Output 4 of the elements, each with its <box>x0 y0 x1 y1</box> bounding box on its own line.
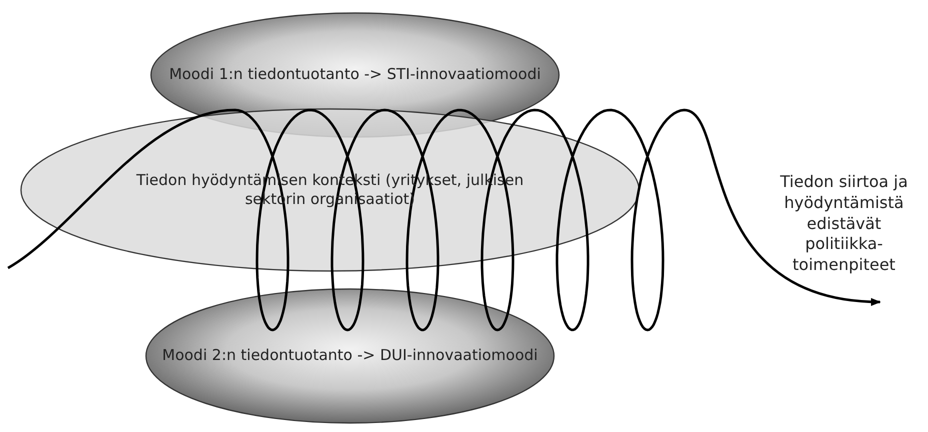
ellipse-label: Moodi 1:n tiedontuotanto -> STI-innovaatiomoodi <box>169 65 541 85</box>
annotation-text: Tiedon siirtoa ja hyödyntämistä edistävät politiikka-toimenpiteet <box>779 172 909 276</box>
ellipse-label: Moodi 2:n tiedontuotanto -> DUI-innovaatiomoodi <box>162 346 538 366</box>
spiral-arrow <box>7 108 881 332</box>
